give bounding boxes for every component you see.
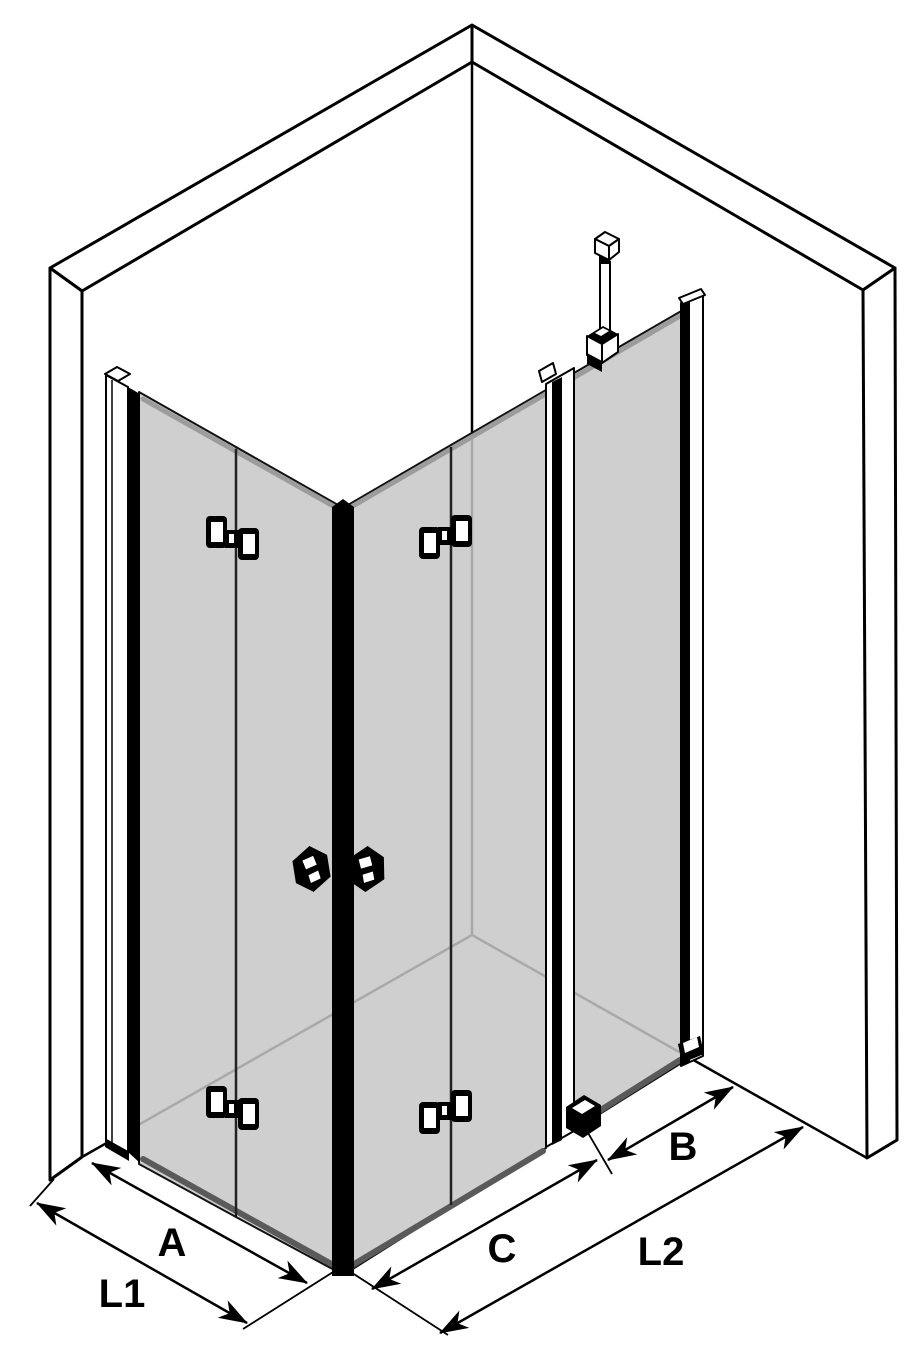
right-wall-end-face [861, 266, 899, 1160]
extension-stopper [583, 1125, 613, 1175]
right-profile-foot-face [683, 1037, 699, 1053]
label-l1: L1 [99, 1272, 146, 1316]
glass-fold-lines [234, 447, 453, 1215]
fixed-panel-glass [573, 309, 684, 1131]
wall-profile-left [104, 366, 140, 1163]
extension-center-right [342, 1266, 449, 1336]
dimension-line-l2 [439, 1125, 804, 1335]
bottom-stopper-face [572, 1100, 595, 1114]
right-profile-bar [681, 300, 690, 1066]
support-clamp-foot [587, 353, 602, 372]
left-profile-strip [105, 374, 129, 1153]
label-b: B [669, 1125, 698, 1169]
support-bracket-right-face [608, 238, 620, 261]
dimension-lines [36, 1085, 804, 1335]
support-rod [599, 262, 611, 335]
extension-wall-left [29, 1178, 55, 1207]
support-clamp-side [601, 333, 619, 364]
label-a: A [158, 1221, 187, 1265]
left-wall-end-face [48, 266, 84, 1182]
glass-edge-top-right [348, 313, 683, 510]
left-profile-foot [105, 1138, 129, 1161]
label-l2: L2 [638, 1230, 685, 1274]
walls [48, 23, 899, 1182]
ceiling-support-bar [586, 231, 620, 372]
fixed-profile [538, 362, 601, 1148]
glass-panels [138, 309, 684, 1273]
dimension-line-l1 [36, 1201, 248, 1325]
wall-profile-right [678, 288, 706, 1067]
support-clamp-top-face [595, 328, 609, 336]
front-door-glass-panel-2 [450, 389, 547, 1208]
right-profile-cap [678, 288, 706, 305]
label-c: C [488, 1227, 517, 1271]
fixed-profile-bar [552, 377, 562, 1145]
fixed-profile-cap [538, 362, 557, 383]
dimension-labels: A L1 C B L2 [99, 1125, 698, 1316]
glass-edge-top-left [140, 396, 338, 510]
left-profile-cap [104, 366, 131, 382]
extension-center-left [242, 1266, 342, 1330]
center-meeting-post [332, 499, 354, 1276]
left-profile-bar [128, 387, 140, 1163]
